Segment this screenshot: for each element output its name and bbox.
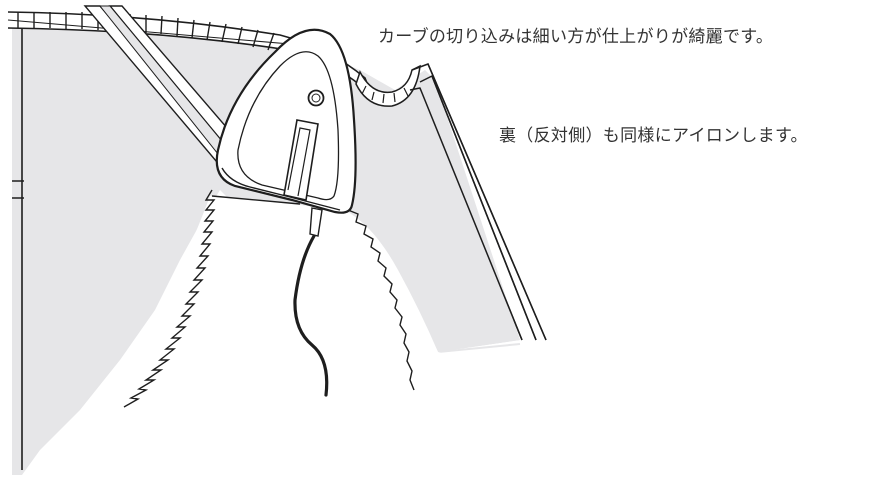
pinked-edge-right	[347, 209, 415, 391]
power-cord	[293, 234, 329, 397]
top-seam-stitchline	[7, 19, 291, 45]
seam-bump	[355, 64, 421, 107]
iron-cord-guard	[309, 207, 323, 237]
fabric-bottom-edge	[437, 343, 521, 353]
seam-bump-ticks	[361, 85, 409, 104]
iron-handle-outline	[237, 51, 340, 201]
caption-curve-clipping: カーブの切り込みは細い方が仕上がりが綺麗です。	[378, 27, 774, 47]
hem-line	[211, 195, 301, 205]
iron-grip-slot	[283, 119, 319, 201]
armhole-opening	[25, 0, 869, 481]
caption-reverse-side: 裏（反対側）も同様にアイロンします。	[499, 126, 808, 146]
right-edge-redraw	[419, 63, 547, 341]
notch-marks	[12, 180, 24, 199]
iron-icon	[215, 28, 357, 237]
pinked-edge-left	[123, 189, 216, 408]
iron-soleplate-edge	[221, 167, 341, 211]
iron-body	[215, 28, 357, 214]
fabric-panel	[12, 12, 520, 475]
iron-dial	[307, 89, 325, 107]
